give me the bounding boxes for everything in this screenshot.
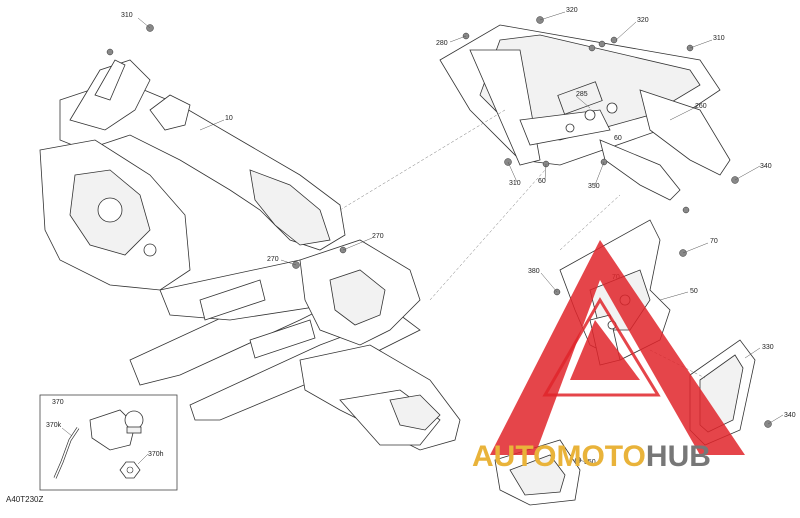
callout-c16: 70 — [710, 238, 718, 245]
autmotohub-watermark: AUTOMOTOHUB — [472, 240, 745, 473]
callout-c21: 340 — [784, 412, 796, 419]
watermark-moto: MOTO — [556, 440, 645, 473]
watermark-hub: HUB — [646, 440, 711, 473]
leader-lines — [137, 11, 784, 463]
callout-c13: 60 — [538, 178, 546, 185]
callout-c15: 340 — [760, 163, 772, 170]
callout-c1: 310 — [121, 12, 133, 19]
rear-subframe — [439, 16, 739, 214]
callout-c2: 10 — [225, 115, 233, 122]
reference-code: A40T230Z — [6, 495, 43, 504]
callout-c8: 310 — [713, 35, 725, 42]
callout-c3: 270 — [372, 233, 384, 240]
callout-c6: 320 — [637, 17, 649, 24]
svg-text:AUTOMOTOHUB: AUTOMOTOHUB — [472, 440, 711, 473]
callout-c11: 60 — [614, 135, 622, 142]
callout-c5: 320 — [566, 7, 578, 14]
callout-c7: 280 — [436, 40, 448, 47]
callout-c4: 270 — [267, 256, 279, 263]
warning-triangle-icon — [490, 240, 745, 455]
main-frame — [39, 24, 461, 451]
callout-c10: 260 — [695, 103, 707, 110]
callout-c22: 350 — [584, 459, 596, 466]
callout-c9: 285 — [576, 91, 588, 98]
inset-label-370k: 370k — [46, 422, 62, 429]
watermark-auto: AUTO — [472, 440, 556, 473]
inset-label-370h: 370h — [148, 451, 164, 458]
callout-c19: 50 — [690, 288, 698, 295]
inset-box: 370 370k 370h — [39, 394, 178, 491]
callout-c20: 330 — [762, 344, 774, 351]
callout-c12: 310 — [509, 180, 521, 187]
inset-title: 370 — [52, 399, 64, 406]
callout-c14: 350 — [588, 183, 600, 190]
callout-c17: 380 — [528, 268, 540, 275]
